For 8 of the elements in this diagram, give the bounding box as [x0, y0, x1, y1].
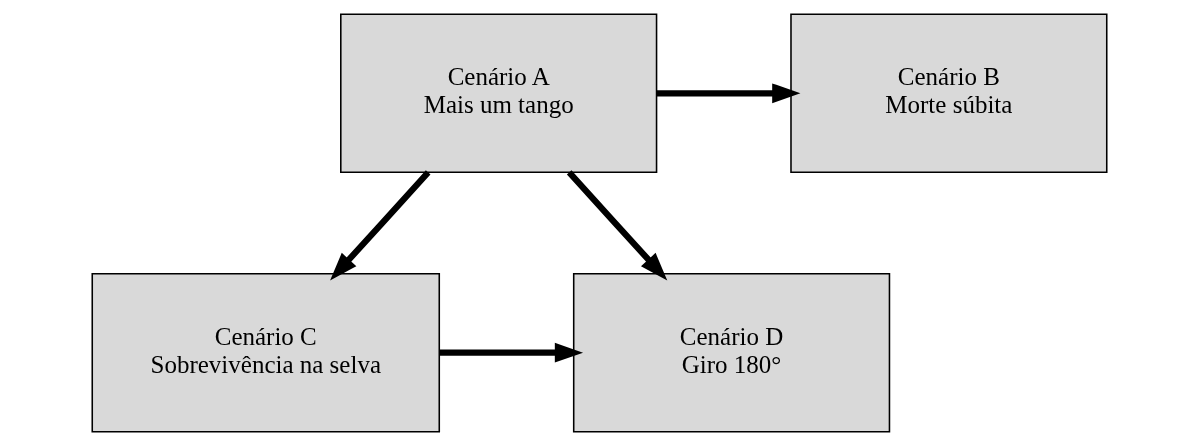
arrow	[439, 342, 583, 363]
node-box: Cenário D Giro 180°	[572, 273, 890, 433]
node-box: Cenário B Morte súbita	[789, 13, 1108, 173]
arrow	[566, 170, 667, 281]
node-box: Cenário C Sobrevivência na selva	[90, 273, 440, 433]
node-box: Cenário A Mais um tango	[339, 13, 657, 173]
arrow	[329, 170, 430, 281]
arrow	[656, 83, 800, 104]
